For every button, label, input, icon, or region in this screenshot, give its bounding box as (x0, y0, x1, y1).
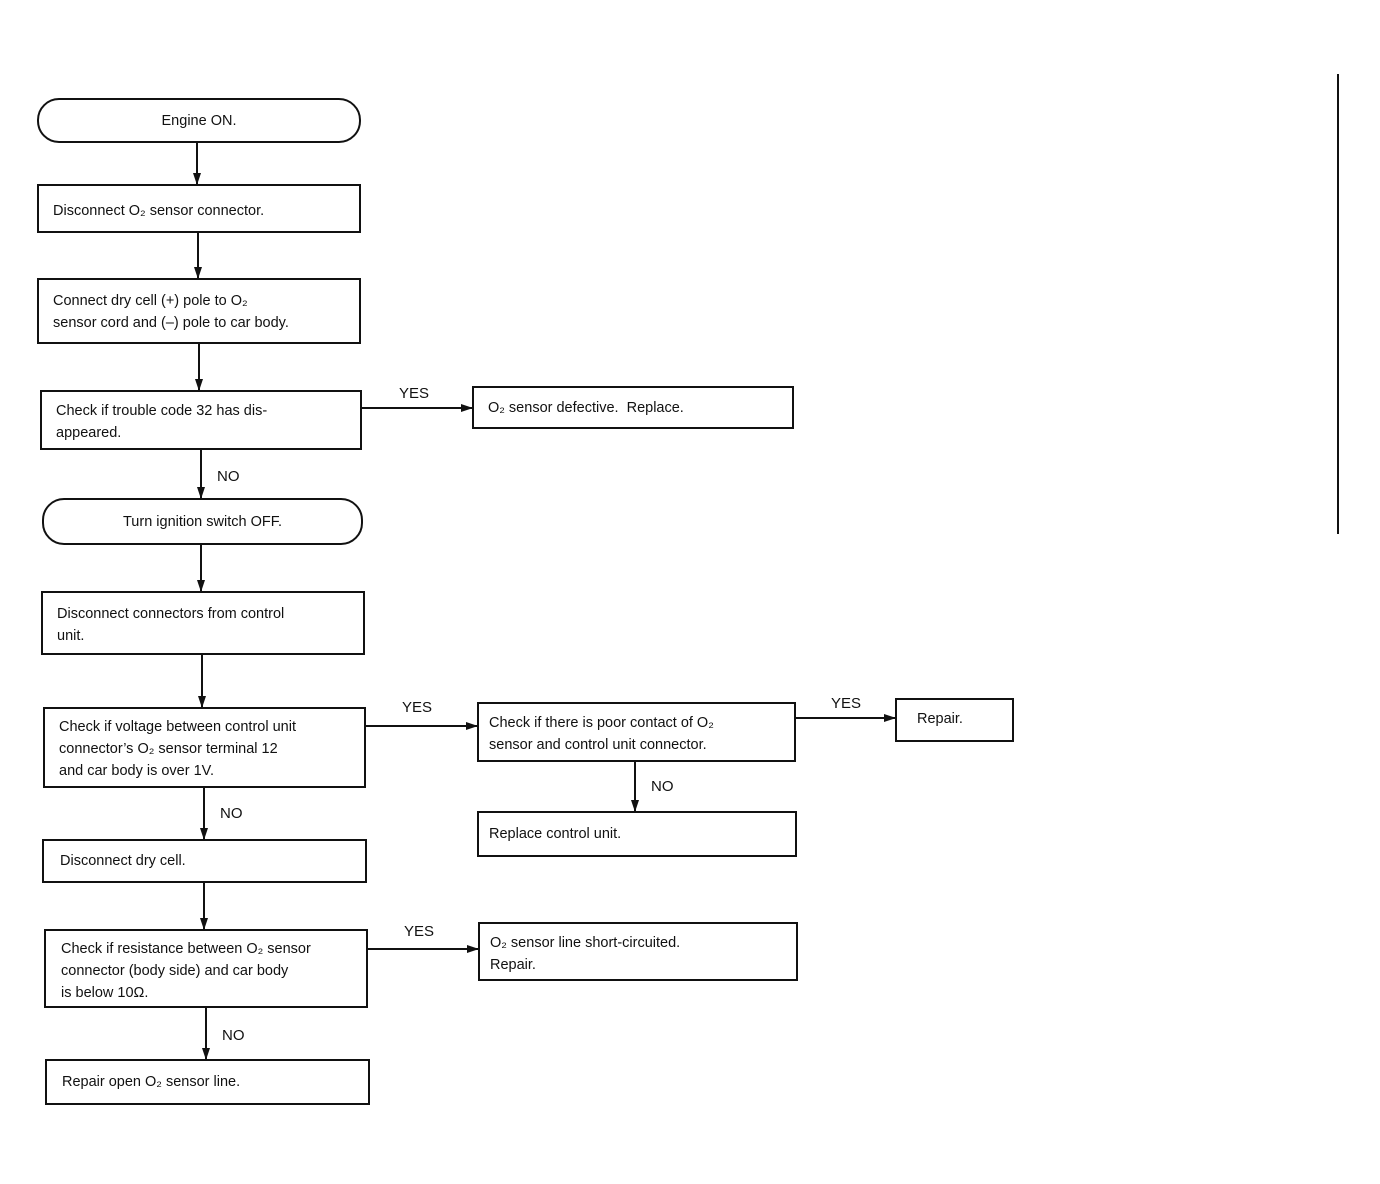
node-repair: Repair. (895, 698, 1014, 742)
node-text-line: Disconnect connectors from control (57, 606, 285, 622)
node-text-line: and car body is over 1V. (59, 763, 215, 779)
node-text-line: Connect dry cell (+) pole to O₂ (53, 293, 248, 309)
node-text-line: Repair. (490, 957, 536, 973)
node-text-line: sensor and control unit connector. (489, 737, 707, 753)
node-text-line: Check if voltage between control unit (59, 719, 296, 735)
node-text-line: O₂ sensor defective. Replace. (488, 400, 684, 416)
node-text-line: is below 10Ω. (61, 985, 149, 1001)
node-disconnect-dry-cell: Disconnect dry cell. (42, 839, 367, 883)
node-check-voltage: Check if voltage between control unit co… (43, 707, 366, 788)
node-o2-sensor-defective: O₂ sensor defective. Replace. (472, 386, 794, 429)
label-no-contact: NO (651, 778, 674, 795)
node-check-resistance: Check if resistance between O₂ sensor co… (44, 929, 368, 1008)
node-turn-ignition-off-text: Turn ignition switch OFF. (122, 513, 282, 530)
node-text-line: Repair. (917, 711, 963, 727)
node-text-line: appeared. (56, 425, 122, 441)
node-disconnect-control-unit: Disconnect connectors from control unit. (41, 591, 365, 655)
node-o2-line-short-circuited: O₂ sensor line short-circuited. Repair. (478, 922, 798, 981)
node-check-poor-contact: Check if there is poor contact of O₂ sen… (477, 702, 796, 762)
node-repair-open-line: Repair open O₂ sensor line. (45, 1059, 370, 1105)
node-text-line: Disconnect dry cell. (60, 853, 186, 869)
label-yes-voltage: YES (402, 699, 433, 716)
label-no-code32: NO (217, 468, 240, 485)
node-check-trouble-code-32: Check if trouble code 32 has dis- appear… (40, 390, 362, 450)
node-text-line: Replace control unit. (489, 826, 622, 842)
node-disconnect-o2-connector: Disconnect O₂ sensor connector. (37, 184, 361, 233)
node-text-line: Repair open O₂ sensor line. (62, 1074, 241, 1090)
node-engine-on: Engine ON. (37, 98, 361, 143)
node-connect-dry-cell: Connect dry cell (+) pole to O₂ sensor c… (37, 278, 361, 344)
label-no-resistance: NO (222, 1027, 245, 1044)
margin-vertical-rule (1337, 74, 1339, 534)
node-turn-ignition-off: Turn ignition switch OFF. (42, 498, 363, 545)
label-yes-resistance: YES (404, 923, 435, 940)
label-yes-code32: YES (399, 385, 430, 402)
label-no-voltage: NO (220, 805, 243, 822)
node-text-line: connector’s O₂ sensor terminal 12 (59, 741, 278, 757)
node-text-line: Check if trouble code 32 has dis- (56, 403, 268, 419)
node-text-line: Check if there is poor contact of O₂ (489, 715, 714, 731)
node-text-line: O₂ sensor line short-circuited. (490, 935, 681, 951)
node-text-line: unit. (57, 628, 85, 644)
label-yes-contact: YES (831, 695, 862, 712)
node-text-line: Check if resistance between O₂ sensor (61, 941, 311, 957)
node-text-line: connector (body side) and car body (61, 963, 289, 979)
node-engine-on-text: Engine ON. (161, 112, 237, 129)
node-text-line: Disconnect O₂ sensor connector. (53, 203, 265, 219)
node-text-line: sensor cord and (–) pole to car body. (53, 315, 289, 331)
node-replace-control-unit: Replace control unit. (477, 811, 797, 857)
